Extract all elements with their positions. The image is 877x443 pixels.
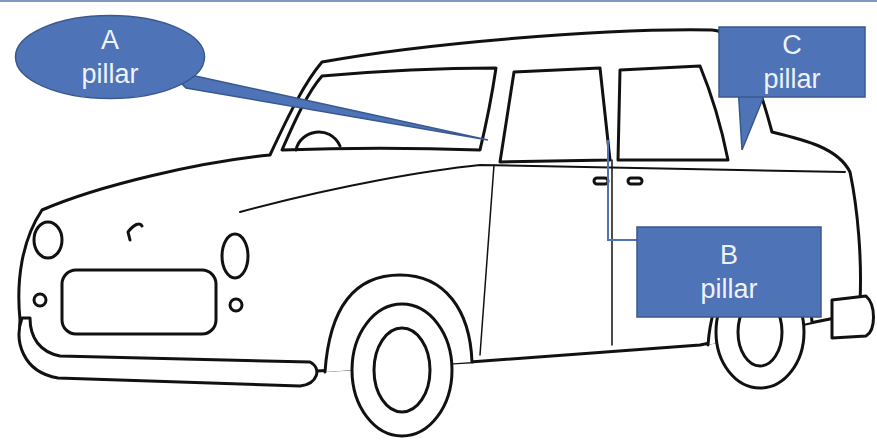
- leader-line: [608, 140, 640, 240]
- front-hub: [374, 328, 430, 412]
- grille: [62, 270, 216, 334]
- callout-ellipse: A pillar: [14, 14, 206, 100]
- callout-box: B pillar: [636, 226, 822, 318]
- callout-label: B pillar: [700, 238, 757, 306]
- callout-fill: [637, 227, 821, 317]
- door-line: [611, 160, 613, 345]
- rear-side-window: [618, 66, 728, 160]
- top-rule: [0, 0, 877, 2]
- bonnet-ornament: [128, 224, 142, 240]
- door-line: [480, 165, 494, 355]
- callout-fill: [16, 16, 205, 99]
- callout-label: A pillar: [81, 23, 138, 91]
- steering-wheel: [296, 132, 340, 150]
- door-handle: [594, 178, 608, 184]
- door-handle: [628, 178, 642, 184]
- callout-outline: [636, 226, 822, 318]
- callout-pointer: [168, 70, 488, 140]
- belt-line: [240, 165, 845, 212]
- front-side-window: [500, 68, 610, 162]
- callout-label: C pillar: [763, 28, 820, 96]
- headlight: [34, 222, 62, 258]
- front-tyre: [352, 304, 452, 436]
- indicator: [34, 294, 46, 306]
- rear-bumper: [832, 296, 874, 338]
- callout-box: C pillar: [718, 26, 866, 98]
- headlight: [222, 234, 248, 278]
- indicator: [230, 299, 242, 311]
- callout-fill: [719, 27, 865, 97]
